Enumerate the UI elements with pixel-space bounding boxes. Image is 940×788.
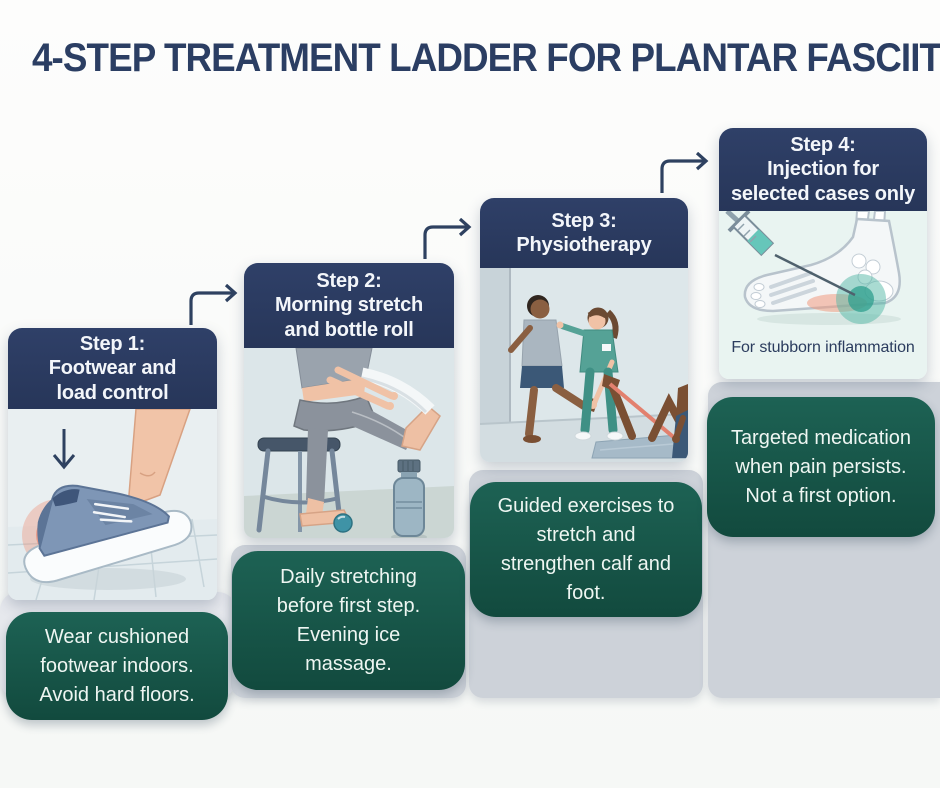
step4-image-caption: For stubborn inflammation bbox=[731, 339, 915, 356]
elbow-arrow-icon bbox=[186, 283, 244, 331]
step3-illustration bbox=[480, 268, 688, 462]
step4-note: Targeted medication when pain persists. … bbox=[707, 397, 935, 537]
syringe-icon bbox=[725, 211, 856, 297]
step1-header: Step 1: Footwear and load control bbox=[8, 328, 217, 409]
step2-illustration bbox=[244, 348, 454, 538]
step1-note: Wear cushioned footwear indoors. Avoid h… bbox=[6, 612, 228, 720]
step4-panel: Step 4: Injection for selected cases onl… bbox=[719, 128, 927, 379]
page-title: 4-STEP TREATMENT LADDER FOR PLANTAR FASC… bbox=[32, 36, 940, 80]
step3-note: Guided exercises to stretch and strength… bbox=[470, 482, 702, 617]
step2-note: Daily stretching before first step. Even… bbox=[232, 551, 465, 690]
step1-illustration bbox=[8, 409, 217, 600]
step4-header: Step 4: Injection for selected cases onl… bbox=[719, 128, 927, 211]
step3-panel: Step 3: Physiotherapy bbox=[480, 198, 688, 462]
elbow-arrow-icon bbox=[420, 217, 478, 265]
step4-illustration: For stubborn inflammation bbox=[719, 211, 927, 379]
step2-header: Step 2: Morning stretch and bottle roll bbox=[244, 263, 454, 348]
down-arrow-icon bbox=[52, 429, 76, 470]
step3-header: Step 3: Physiotherapy bbox=[480, 198, 688, 268]
elbow-arrow-icon bbox=[657, 151, 715, 199]
step2-panel: Step 2: Morning stretch and bottle roll bbox=[244, 263, 454, 538]
step1-panel: Step 1: Footwear and load control bbox=[8, 328, 217, 600]
